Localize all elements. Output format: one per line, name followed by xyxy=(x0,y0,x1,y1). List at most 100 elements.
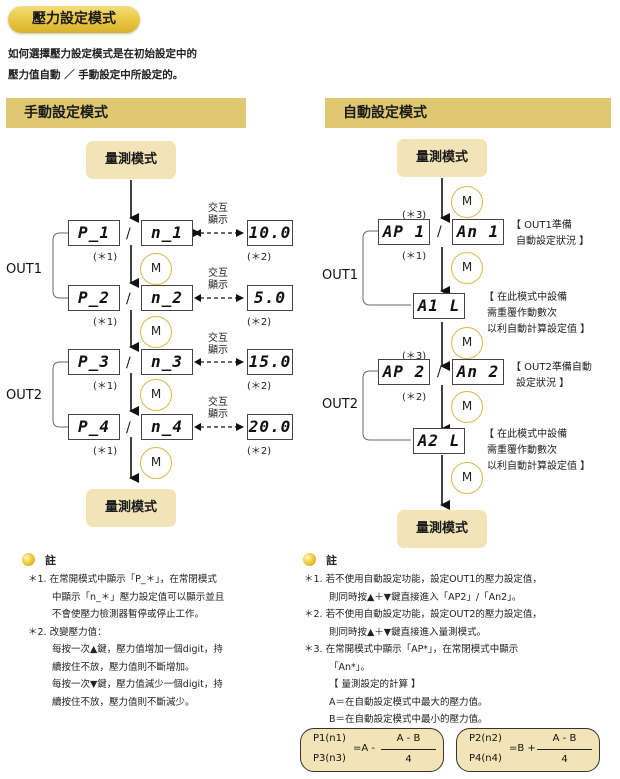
notes-left-heading: 註 xyxy=(45,554,56,567)
intro-line: 如何選擇壓力設定模式是在初始設定中的 xyxy=(8,48,197,60)
note-line: 則同時按▲＋▼鍵直接進入「AP2」/「An2」。 xyxy=(329,591,522,603)
note-ref-1: (＊1) xyxy=(93,252,118,263)
desc-line: 需重覆作動數次 xyxy=(487,308,557,319)
note-line: 每按一次▼鍵，壓力值減少一個digit，持 xyxy=(52,679,223,690)
intro-line: 壓力值自動 ／ 手動設定中所設定的。 xyxy=(8,69,184,81)
note-line: ＊2. 若不使用自動設定功能，設定OUT2的壓力設定值， xyxy=(304,609,542,620)
exchange-label: 交互顯示 xyxy=(208,268,228,292)
m-key-icon: M xyxy=(451,252,483,284)
note-ref-1: (＊1) xyxy=(93,317,118,328)
m-key-icon: M xyxy=(451,186,483,218)
note-ref-2: (＊2) xyxy=(247,317,272,328)
m-key-icon: M xyxy=(140,316,172,348)
lcd-n3: n_3 xyxy=(141,349,193,375)
formula-lhs-bottom: P3(n3) xyxy=(313,753,346,764)
m-key-icon: M xyxy=(140,447,172,479)
note-ref-3: (＊3) xyxy=(402,351,427,362)
a1l-description: 【 在此模式中設備需重覆作動數次以利自動計算設定值 】 xyxy=(484,290,590,338)
exchange-text: 顯示 xyxy=(208,409,228,420)
auto-out2-label: OUT2 xyxy=(322,397,358,412)
note-bullet-icon xyxy=(22,553,35,566)
slash: / xyxy=(126,226,131,242)
notes-left: ＊1. 在常開模式中顯示「P_＊」，在常閉模式 中顯示「n_＊」壓力設定值可以顯… xyxy=(28,571,224,711)
note-line: ＊1. 若不使用自動設定功能，設定OUT1的壓力設定值， xyxy=(304,574,542,585)
auto-section-header: 自動設定模式 xyxy=(325,98,611,128)
m-key-icon: M xyxy=(140,379,172,411)
m-key-icon: M xyxy=(451,462,483,494)
manual-out2-label: OUT2 xyxy=(6,388,42,403)
slash: / xyxy=(437,224,442,240)
manual-out1-label: OUT1 xyxy=(6,262,42,277)
m-key-icon: M xyxy=(140,253,172,285)
lcd-value-2: 5.0 xyxy=(247,285,293,311)
a2l-description: 【 在此模式中設備需重覆作動數次以利自動計算設定值 】 xyxy=(484,427,590,475)
lcd-p3: P_3 xyxy=(68,349,120,375)
desc-line: 【 在此模式中設備 xyxy=(484,292,568,303)
note-ref-1: (＊1) xyxy=(402,251,427,262)
ap1-description: 【 OUT1準備自動設定狀況 】 xyxy=(511,218,589,250)
ap2-description: 【 OUT2準備自動設定狀況 】 xyxy=(511,360,592,392)
note-line: A＝在自動設定模式中最大的壓力值。 xyxy=(329,696,488,708)
formula-operator: =B + xyxy=(509,743,536,754)
manual-end-mode: 量測模式 xyxy=(86,489,176,527)
lcd-value-3: 15.0 xyxy=(247,349,293,375)
formula-denominator: 4 xyxy=(405,754,412,765)
lcd-n2: n_2 xyxy=(141,285,193,311)
lcd-p1: P_1 xyxy=(68,220,120,246)
formula-box-1: P1(n1) P3(n3) =A - A - B 4 xyxy=(300,728,444,772)
fraction-bar xyxy=(381,749,436,750)
auto-out1-label: OUT1 xyxy=(322,268,358,283)
exchange-text: 交互 xyxy=(208,397,228,408)
note-ref-2: (＊2) xyxy=(402,392,427,403)
notes-right: ＊1. 若不使用自動設定功能，設定OUT1的壓力設定值， 則同時按▲＋▼鍵直接進… xyxy=(304,571,542,729)
note-line: 續按住不放，壓力值則不斷增加。 xyxy=(52,661,195,673)
exchange-text: 交互 xyxy=(208,268,228,279)
note-line: 「An*」。 xyxy=(329,661,371,673)
formula-operator: =A - xyxy=(353,743,376,754)
note-ref-3: (＊3) xyxy=(402,210,427,221)
exchange-label: 交互顯示 xyxy=(208,203,228,227)
formula-denominator: 4 xyxy=(561,754,568,765)
note-line: 則同時按▲＋▼鍵直接進入量測模式。 xyxy=(329,626,487,638)
note-line: 不會使壓力檢測器暫停或停止工作。 xyxy=(52,609,205,620)
note-line: 每按一次▲鍵，壓力值增加一個digit，持 xyxy=(52,644,223,655)
note-line: B＝在自動設定模式中最小的壓力值。 xyxy=(329,714,488,725)
desc-line: 【 OUT2準備自動 xyxy=(511,362,592,373)
note-ref-2: (＊2) xyxy=(247,446,272,457)
exchange-text: 交互 xyxy=(208,203,228,214)
exchange-text: 交互 xyxy=(208,333,228,344)
formula-lhs-bottom: P4(n4) xyxy=(469,753,502,764)
slash: / xyxy=(126,355,131,371)
manual-out1-bracket xyxy=(52,232,68,299)
formula-box-2: P2(n2) P4(n4) =B + A - B 4 xyxy=(456,728,600,772)
lcd-a1l: A1 L xyxy=(413,293,465,319)
manual-start-mode: 量測模式 xyxy=(86,141,176,179)
note-bullet-icon xyxy=(303,553,316,566)
page-title: 壓力設定模式 xyxy=(8,6,140,33)
intro-text: 如何選擇壓力設定模式是在初始設定中的 壓力值自動 ／ 手動設定中所設定的。 xyxy=(8,44,197,86)
exchange-text: 顯示 xyxy=(208,280,228,291)
formula-numerator: A - B xyxy=(396,733,421,744)
lcd-value-1: 10.0 xyxy=(247,220,293,246)
manual-exchange-arrows xyxy=(193,229,244,431)
slash: / xyxy=(126,420,131,436)
notes-right-heading: 註 xyxy=(326,554,337,567)
lcd-n1: n_1 xyxy=(141,220,193,246)
desc-line: 以利自動計算設定值 】 xyxy=(487,324,591,335)
formula-lhs-top: P1(n1) xyxy=(313,733,346,744)
lcd-p2: P_2 xyxy=(68,285,120,311)
note-ref-2: (＊2) xyxy=(247,381,272,392)
note-line: ＊3. 在常開模式中顯示「AP*」，在常閉模式中顯示 xyxy=(304,644,519,655)
lcd-ap1: AP 1 xyxy=(378,219,430,245)
auto-start-mode: 量測模式 xyxy=(397,139,487,177)
auto-out2-bracket xyxy=(362,370,411,441)
desc-line: 設定狀況 】 xyxy=(516,378,570,389)
note-line: ＊1. 在常開模式中顯示「P_＊」，在常閉模式 xyxy=(28,574,217,585)
desc-line: 自動設定狀況 】 xyxy=(516,236,590,247)
manual-section-header: 手動設定模式 xyxy=(6,98,246,128)
note-line: ＊2. 改變壓力值： xyxy=(28,626,107,638)
lcd-an1: An 1 xyxy=(452,219,504,245)
note-ref-1: (＊1) xyxy=(93,381,118,392)
note-line: 續按住不放，壓力值則不斷減少。 xyxy=(52,696,195,708)
slash: / xyxy=(437,364,442,380)
